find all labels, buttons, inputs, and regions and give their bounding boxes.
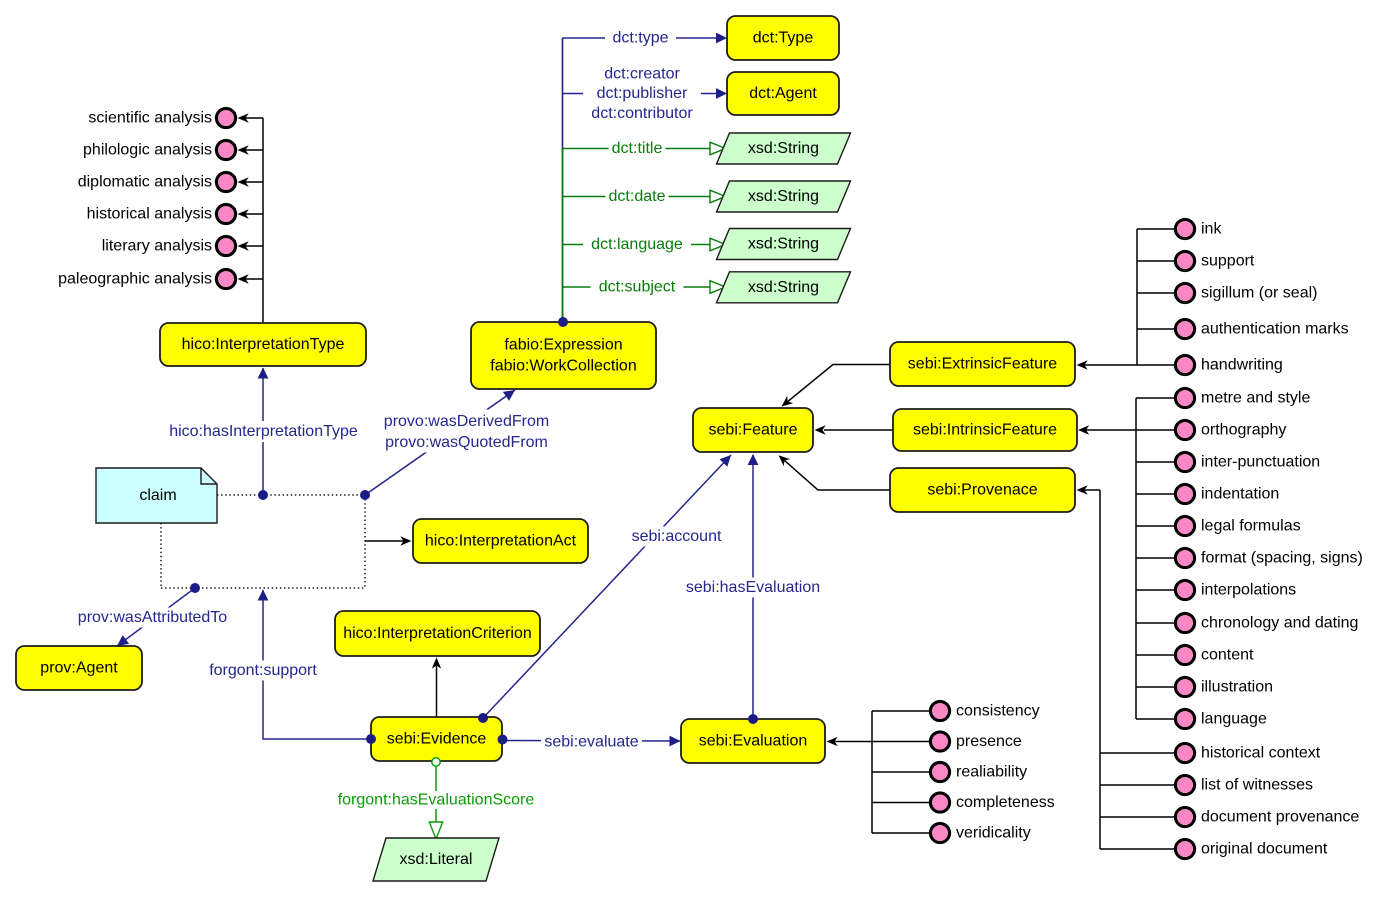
svg-text:xsd:String: xsd:String bbox=[748, 279, 819, 296]
svg-text:claim: claim bbox=[139, 487, 176, 504]
svg-text:sebi:account: sebi:account bbox=[632, 528, 722, 545]
svg-text:sebi:Provenace: sebi:Provenace bbox=[927, 482, 1037, 499]
svg-text:forgont:support: forgont:support bbox=[209, 662, 317, 679]
svg-text:hico:InterpretationCriterion: hico:InterpretationCriterion bbox=[343, 625, 532, 642]
svg-text:prov:wasAttributedTo: prov:wasAttributedTo bbox=[78, 609, 228, 626]
svg-text:format (spacing, signs): format (spacing, signs) bbox=[1201, 550, 1363, 567]
svg-text:dct:title: dct:title bbox=[612, 140, 663, 157]
svg-text:illustration: illustration bbox=[1201, 679, 1273, 696]
svg-text:sebi:Evaluation: sebi:Evaluation bbox=[699, 733, 808, 750]
svg-text:dct:creator: dct:creator bbox=[604, 66, 680, 83]
svg-text:forgont:hasEvaluationScore: forgont:hasEvaluationScore bbox=[338, 792, 535, 809]
svg-text:hico:hasInterpretationType: hico:hasInterpretationType bbox=[169, 423, 358, 440]
svg-text:paleographic analysis: paleographic analysis bbox=[58, 271, 212, 288]
svg-text:sebi:IntrinsicFeature: sebi:IntrinsicFeature bbox=[913, 422, 1057, 439]
svg-text:veridicality: veridicality bbox=[956, 825, 1031, 842]
svg-text:language: language bbox=[1201, 711, 1267, 728]
svg-text:consistency: consistency bbox=[956, 703, 1040, 720]
svg-text:xsd:String: xsd:String bbox=[748, 236, 819, 253]
svg-text:xsd:String: xsd:String bbox=[748, 188, 819, 205]
svg-text:legal formulas: legal formulas bbox=[1201, 518, 1301, 535]
svg-text:dct:type: dct:type bbox=[612, 30, 668, 47]
svg-text:dct:publisher: dct:publisher bbox=[597, 85, 688, 102]
svg-text:diplomatic analysis: diplomatic analysis bbox=[78, 174, 212, 191]
svg-text:authentication marks: authentication marks bbox=[1201, 321, 1349, 338]
svg-text:xsd:String: xsd:String bbox=[748, 140, 819, 157]
svg-text:handwriting: handwriting bbox=[1201, 357, 1283, 374]
svg-text:philologic analysis: philologic analysis bbox=[83, 142, 212, 159]
svg-text:presence: presence bbox=[956, 733, 1022, 750]
svg-text:support: support bbox=[1201, 253, 1255, 270]
svg-text:orthography: orthography bbox=[1201, 422, 1286, 439]
svg-text:dct:contributor: dct:contributor bbox=[591, 105, 693, 122]
svg-text:list of witnesses: list of witnesses bbox=[1201, 777, 1313, 794]
svg-text:fabio:Expression: fabio:Expression bbox=[504, 337, 622, 354]
svg-text:provo:wasDerivedFrom: provo:wasDerivedFrom bbox=[384, 413, 549, 430]
svg-text:ink: ink bbox=[1201, 221, 1222, 238]
svg-text:chronology and dating: chronology and dating bbox=[1201, 615, 1358, 632]
svg-text:sigillum (or seal): sigillum (or seal) bbox=[1201, 285, 1317, 302]
svg-text:sebi:evaluate: sebi:evaluate bbox=[544, 734, 638, 751]
svg-text:scientific analysis: scientific analysis bbox=[88, 110, 212, 127]
svg-text:completeness: completeness bbox=[956, 794, 1055, 811]
svg-text:historical analysis: historical analysis bbox=[87, 206, 212, 223]
svg-text:sebi:Feature: sebi:Feature bbox=[709, 422, 798, 439]
svg-text:fabio:WorkCollection: fabio:WorkCollection bbox=[490, 358, 636, 375]
svg-text:content: content bbox=[1201, 647, 1254, 664]
svg-text:dct:Type: dct:Type bbox=[753, 30, 814, 47]
svg-text:dct:Agent: dct:Agent bbox=[749, 85, 817, 102]
svg-text:sebi:ExtrinsicFeature: sebi:ExtrinsicFeature bbox=[908, 356, 1057, 373]
svg-text:sebi:hasEvaluation: sebi:hasEvaluation bbox=[686, 579, 820, 596]
svg-text:interpolations: interpolations bbox=[1201, 582, 1296, 599]
svg-text:metre and style: metre and style bbox=[1201, 390, 1310, 407]
svg-text:prov:Agent: prov:Agent bbox=[40, 660, 118, 677]
svg-text:realiability: realiability bbox=[956, 764, 1027, 781]
svg-text:original document: original document bbox=[1201, 841, 1328, 858]
svg-text:historical context: historical context bbox=[1201, 745, 1321, 762]
svg-text:sebi:Evidence: sebi:Evidence bbox=[387, 731, 487, 748]
svg-text:hico:InterpretationType: hico:InterpretationType bbox=[182, 336, 345, 353]
svg-text:hico:InterpretationAct: hico:InterpretationAct bbox=[425, 533, 577, 550]
svg-text:indentation: indentation bbox=[1201, 486, 1279, 503]
svg-text:provo:wasQuotedFrom: provo:wasQuotedFrom bbox=[385, 434, 548, 451]
svg-text:literary analysis: literary analysis bbox=[102, 238, 212, 255]
svg-text:dct:language: dct:language bbox=[591, 236, 683, 253]
svg-text:inter-punctuation: inter-punctuation bbox=[1201, 454, 1320, 471]
svg-text:xsd:Literal: xsd:Literal bbox=[400, 851, 473, 868]
svg-text:dct:subject: dct:subject bbox=[599, 279, 676, 296]
svg-text:document provenance: document provenance bbox=[1201, 809, 1359, 826]
svg-text:dct:date: dct:date bbox=[609, 188, 666, 205]
